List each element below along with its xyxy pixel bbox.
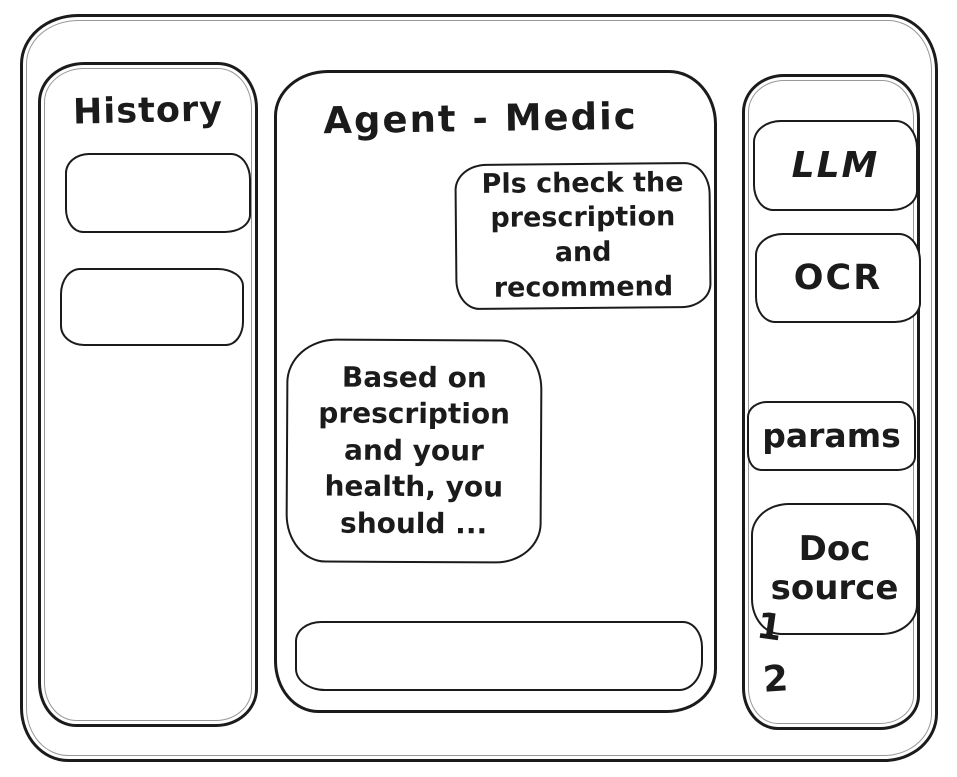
params-button[interactable]: params — [747, 401, 916, 471]
history-title: History — [72, 89, 224, 133]
agent-message-text: Based on prescription and your health, y… — [318, 360, 511, 540]
chat-title: Agent - Medic — [323, 94, 638, 143]
history-sidebar: History — [38, 62, 258, 727]
doc-source-item-2[interactable]: 2 — [761, 658, 790, 701]
doc-source-item-1[interactable]: 1 — [754, 605, 785, 650]
message-input[interactable] — [295, 621, 703, 691]
tools-sidebar: LLM OCR params Doc source 1 2 — [742, 74, 921, 730]
history-item[interactable] — [60, 268, 244, 346]
llm-button[interactable]: LLM — [753, 120, 918, 211]
agent-message-bubble: Based on prescription and your health, y… — [285, 338, 543, 564]
user-message-bubble: Pls check the prescription and recommend — [454, 161, 712, 311]
doc-source-button[interactable]: Doc source — [751, 503, 918, 635]
ocr-button[interactable]: OCR — [755, 233, 921, 323]
chat-panel: Agent - Medic Pls check the prescription… — [274, 70, 717, 713]
user-message-text: Pls check the prescription and recommend — [481, 167, 684, 304]
history-item[interactable] — [65, 153, 251, 233]
